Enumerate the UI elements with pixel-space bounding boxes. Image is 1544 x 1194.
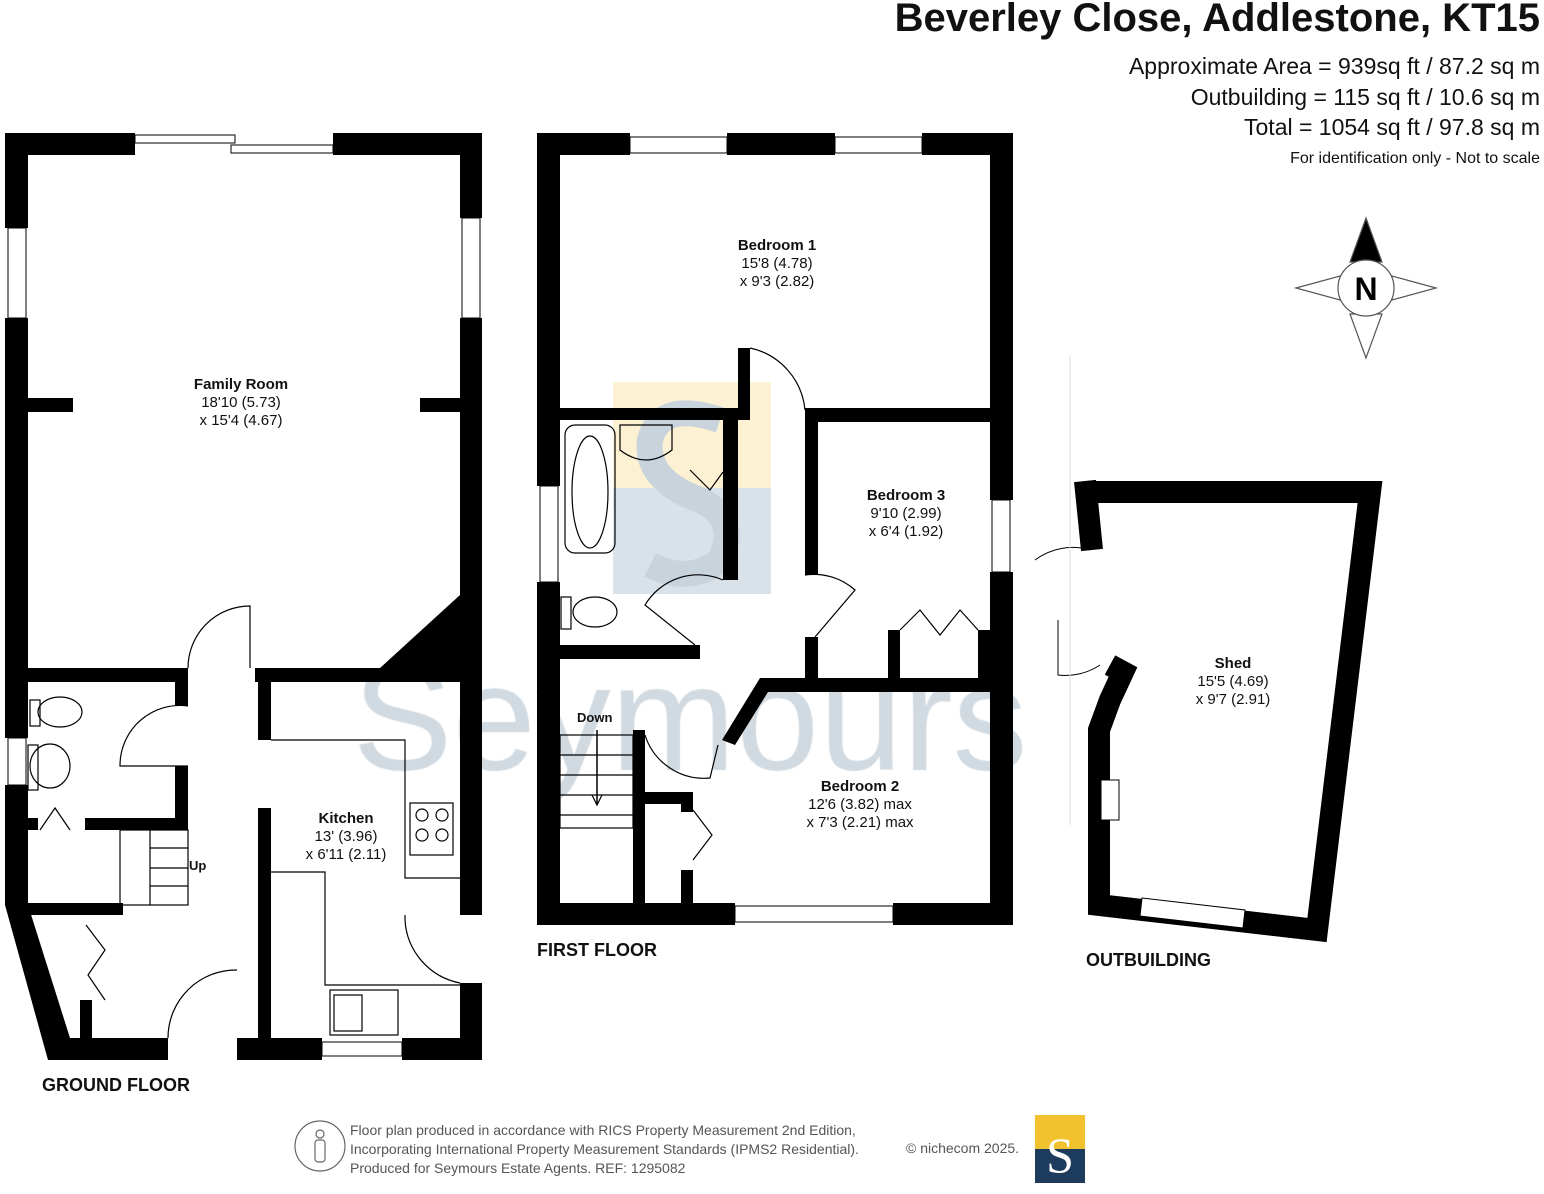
- footer-logo: [1035, 1115, 1085, 1183]
- footer-logo-letter: S: [1046, 1127, 1074, 1183]
- first-floor-label: FIRST FLOOR: [537, 940, 657, 960]
- ground-floor-label: GROUND FLOOR: [42, 1075, 190, 1095]
- ground-floor-fixtures: [27, 605, 461, 1039]
- area-approximate: Approximate Area = 939sq ft / 87.2 sq m: [1128, 53, 1540, 79]
- outbuilding-walls: [1034, 355, 1383, 943]
- footer-line: Produced for Seymours Estate Agents. REF…: [350, 1160, 686, 1176]
- page-title: Beverley Close, Addlestone, KT15: [894, 0, 1540, 40]
- copyright: © nichecom 2025.: [906, 1140, 1020, 1156]
- footer-line: Incorporating International Property Mea…: [350, 1141, 859, 1157]
- stairs-up-label: Up: [189, 858, 207, 873]
- compass-north-label: N: [1354, 271, 1377, 307]
- outbuilding-label: OUTBUILDING: [1086, 950, 1211, 970]
- scale-note: For identification only - Not to scale: [1290, 150, 1540, 167]
- area-outbuilding: Outbuilding = 115 sq ft / 10.6 sq m: [1190, 84, 1540, 110]
- footer-line: Floor plan produced in accordance with R…: [350, 1122, 856, 1138]
- accessibility-icon: [294, 1120, 346, 1172]
- first-floor-walls: [537, 133, 1013, 925]
- compass-icon: [1293, 216, 1439, 360]
- first-floor-fixtures: [559, 347, 979, 861]
- stairs-down-label: Down: [577, 710, 613, 725]
- area-total: Total = 1054 sq ft / 97.8 sq m: [1244, 114, 1540, 140]
- footer-text: Floor plan produced in accordance with R…: [350, 1121, 859, 1178]
- ground-floor-walls: [5, 133, 482, 1060]
